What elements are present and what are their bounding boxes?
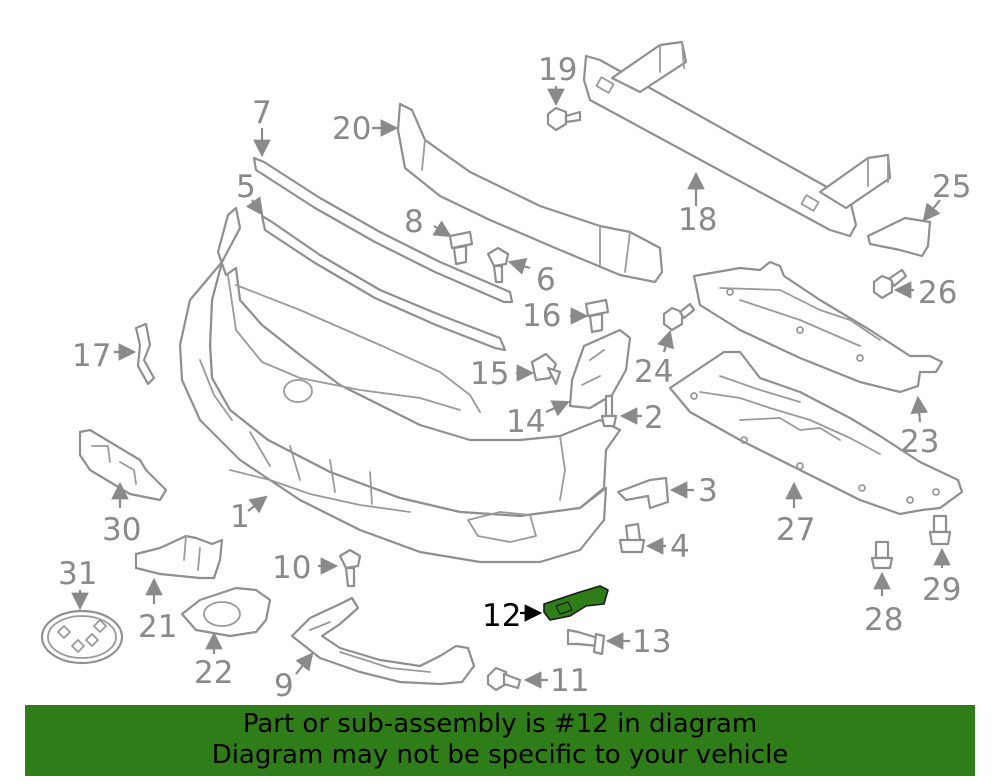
svg-text:27: 27 xyxy=(776,512,815,548)
callout-4: 4 xyxy=(618,522,690,565)
part-1-bumper-cover xyxy=(178,206,622,564)
callout-31: 31 xyxy=(58,556,97,611)
svg-text:4: 4 xyxy=(670,529,690,565)
callout-20: 20 xyxy=(332,111,399,147)
part-15-clip xyxy=(530,352,562,386)
part-20-energy-absorber xyxy=(396,102,664,284)
part-30-license-bracket xyxy=(78,428,168,502)
callout-28: 28 xyxy=(864,540,903,638)
part-27-air-guide xyxy=(692,260,944,394)
part-13-screw xyxy=(566,628,606,656)
svg-text:7: 7 xyxy=(252,95,272,131)
callout-11: 11 xyxy=(486,663,589,699)
svg-text:25: 25 xyxy=(932,169,971,205)
svg-text:22: 22 xyxy=(194,655,233,691)
exploded-parts-diagram: 1 5 7 20 18 19 xyxy=(40,40,971,704)
callout-29: 29 xyxy=(922,514,961,608)
callout-17: 17 xyxy=(72,322,156,386)
callout-18: 18 xyxy=(678,171,717,238)
part-17-side-bracket xyxy=(134,322,156,386)
svg-text:9: 9 xyxy=(274,668,294,704)
callout-5: 5 xyxy=(236,169,264,216)
part-4-clip xyxy=(618,522,646,554)
svg-text:17: 17 xyxy=(72,338,111,374)
part-7-garnish-strip xyxy=(252,156,514,304)
svg-text:20: 20 xyxy=(332,111,371,147)
svg-text:29: 29 xyxy=(922,572,961,608)
part-22-fog-lamp-bezel xyxy=(180,586,272,638)
callout-12: 12 xyxy=(482,598,543,634)
part-19-bolt xyxy=(546,106,582,132)
part-12-highlighted-bracket[interactable] xyxy=(543,585,609,621)
part-18-bumper-reinforcement xyxy=(582,40,892,238)
part-24-bolt xyxy=(662,302,696,332)
callout-6: 6 xyxy=(486,246,556,298)
part-8-clip xyxy=(448,230,474,266)
banner-line-1: Part or sub-assembly is #12 in diagram xyxy=(242,709,758,739)
svg-text:10: 10 xyxy=(272,550,311,586)
svg-text:21: 21 xyxy=(138,609,177,645)
callout-16: 16 xyxy=(522,298,610,334)
part-27-undercover xyxy=(668,350,964,516)
banner-line-2: Diagram may not be specific to your vehi… xyxy=(211,740,789,770)
part-28-clip xyxy=(870,540,894,570)
callout-13: 13 xyxy=(566,624,671,660)
callout-19: 19 xyxy=(538,52,582,132)
callout-9: 9 xyxy=(274,652,314,704)
part-16-clip xyxy=(584,298,610,334)
svg-text:14: 14 xyxy=(506,404,545,440)
svg-text:2: 2 xyxy=(644,400,664,436)
callout-3: 3 xyxy=(616,473,718,510)
callout-21: 21 xyxy=(138,577,177,645)
svg-text:12: 12 xyxy=(482,598,521,634)
callout-30: 30 xyxy=(102,481,141,548)
callout-25: 25 xyxy=(922,169,971,222)
callout-1: 1 xyxy=(230,495,268,535)
part-9-lower-trim xyxy=(290,596,476,686)
callout-8: 8 xyxy=(404,204,474,266)
svg-text:16: 16 xyxy=(522,298,561,334)
svg-text:1: 1 xyxy=(230,499,250,535)
callout-7: 7 xyxy=(252,95,272,158)
info-banner: Part or sub-assembly is #12 in diagram D… xyxy=(25,705,975,776)
part-25-bracket xyxy=(866,216,932,258)
part-31-emblem xyxy=(40,609,124,665)
svg-text:8: 8 xyxy=(404,204,424,240)
part-10-bolt xyxy=(338,548,362,588)
svg-text:5: 5 xyxy=(236,169,256,205)
callout-26: 26 xyxy=(872,268,957,311)
callout-27: 27 xyxy=(776,481,815,548)
svg-text:3: 3 xyxy=(698,473,718,509)
callout-10: 10 xyxy=(272,548,362,588)
part-2-screw xyxy=(600,394,618,428)
part-3-bracket xyxy=(616,476,670,510)
svg-text:6: 6 xyxy=(536,262,556,298)
callout-15: 15 xyxy=(470,352,562,392)
part-5-upper-molding xyxy=(260,214,507,352)
part-11-bolt xyxy=(486,666,522,692)
part-29-clip xyxy=(928,514,952,546)
svg-text:18: 18 xyxy=(678,202,717,238)
part-26-bolt xyxy=(872,268,908,300)
svg-text:15: 15 xyxy=(470,356,509,392)
part-6-bolt xyxy=(486,246,510,284)
svg-text:30: 30 xyxy=(102,512,141,548)
svg-text:11: 11 xyxy=(550,663,589,699)
callout-24: 24 xyxy=(634,302,696,390)
svg-text:31: 31 xyxy=(58,556,97,592)
svg-text:28: 28 xyxy=(864,602,903,638)
svg-text:13: 13 xyxy=(632,624,671,660)
callout-2: 2 xyxy=(600,394,664,436)
callout-14: 14 xyxy=(506,400,571,440)
part-21-fog-bracket xyxy=(134,534,224,580)
svg-text:24: 24 xyxy=(634,354,673,390)
part-14-side-bracket xyxy=(568,328,632,410)
svg-text:19: 19 xyxy=(538,52,577,88)
callout-22: 22 xyxy=(194,631,233,691)
callout-23: 23 xyxy=(900,395,939,460)
svg-text:26: 26 xyxy=(918,275,957,311)
